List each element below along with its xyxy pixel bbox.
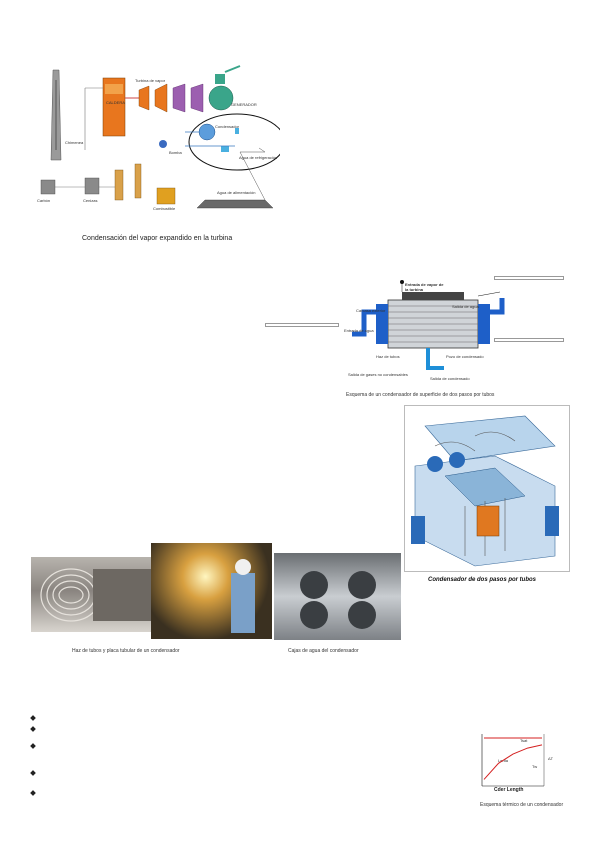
temperature-chart: Tsat Tw ΔT Lenta Cder Length Esquema tér…: [462, 730, 572, 815]
chart-canvas: Tsat Tw ΔT Lenta: [481, 734, 554, 787]
condenser-schematic: Entrada de vapor de la turbina Carcasa e…: [340, 272, 570, 402]
photo-caption-left: Haz de tubos y placa tubular de un conde…: [72, 648, 180, 654]
label-outer-shell: Carcasa exterior: [356, 308, 386, 313]
note-right-top: [494, 276, 564, 280]
figure2-caption: Esquema de un condensador de superficie …: [346, 392, 495, 398]
power-plant-diagram: [40, 65, 286, 209]
label-water-inlet: Entrada de agua: [344, 328, 374, 333]
label-chimney: Chimenea: [65, 140, 84, 145]
photo-tube-sheet: [151, 543, 272, 639]
label-generator: GENERADOR: [231, 102, 257, 107]
tube-bundle-illustration: [40, 568, 151, 622]
label-steam-inlet: Entrada de vapor de la turbina: [405, 282, 444, 292]
label-non-condensable: Salida de gases no condensables: [348, 372, 408, 377]
label-ash: Cenizas: [83, 198, 98, 203]
figure3-caption: Condensador de dos pasos por tubos: [428, 577, 537, 583]
chart-annotation-dt: ΔT: [548, 756, 554, 761]
power-plant-figure: Turbina de vapor GENERADOR CALDERA Chime…: [35, 60, 286, 220]
chart-xlabel: Cder Length: [494, 787, 524, 793]
condenser-cutaway-drawing: [411, 415, 559, 567]
note-left: [265, 323, 339, 327]
bullet-4: [31, 771, 37, 777]
label-water-supply: Agua de alimentación: [217, 190, 256, 195]
label-tube-bundle: Haz de tubos: [376, 354, 400, 359]
bullet-3: [31, 744, 37, 750]
chart-caption: Esquema térmico de un condensador: [480, 802, 564, 808]
label-coal: Carbón: [37, 198, 51, 203]
bullet-5: [31, 791, 37, 797]
photo-tube-bundle: [31, 557, 152, 632]
water-boxes-illustration: [300, 571, 376, 629]
chart-annotation-tw: Tw: [532, 764, 537, 769]
label-condensate-outlet: Salida de condensado: [430, 376, 470, 381]
bullet-2: [31, 727, 37, 733]
note-right-bottom: [494, 338, 564, 342]
label-condensate: Pozo de condensado: [446, 354, 484, 359]
chart-series-line-2: [483, 744, 543, 780]
figure1-caption: Condensación del vapor expandido en la t…: [82, 235, 233, 242]
condenser-cutaway: [404, 405, 570, 572]
chart-annotation-tsat: Tsat: [520, 738, 528, 743]
condenser-schematic-drawing: [352, 280, 505, 370]
label-boiler: CALDERA: [106, 100, 125, 105]
tube-sheet-illustration: [231, 559, 255, 633]
photo-water-boxes: [274, 553, 401, 640]
label-turbine: Turbina de vapor: [135, 78, 166, 83]
bullet-1: [31, 716, 37, 722]
label-condenser: Condensador: [215, 124, 240, 129]
label-cooling: Agua de refrigeración: [239, 155, 278, 160]
label-water-outlet: Salida de agua: [452, 304, 479, 309]
photo-caption-right: Cajas de agua del condensador: [288, 648, 359, 654]
label-fuel: Combustible: [153, 206, 176, 211]
label-pump: Bomba: [169, 150, 182, 155]
